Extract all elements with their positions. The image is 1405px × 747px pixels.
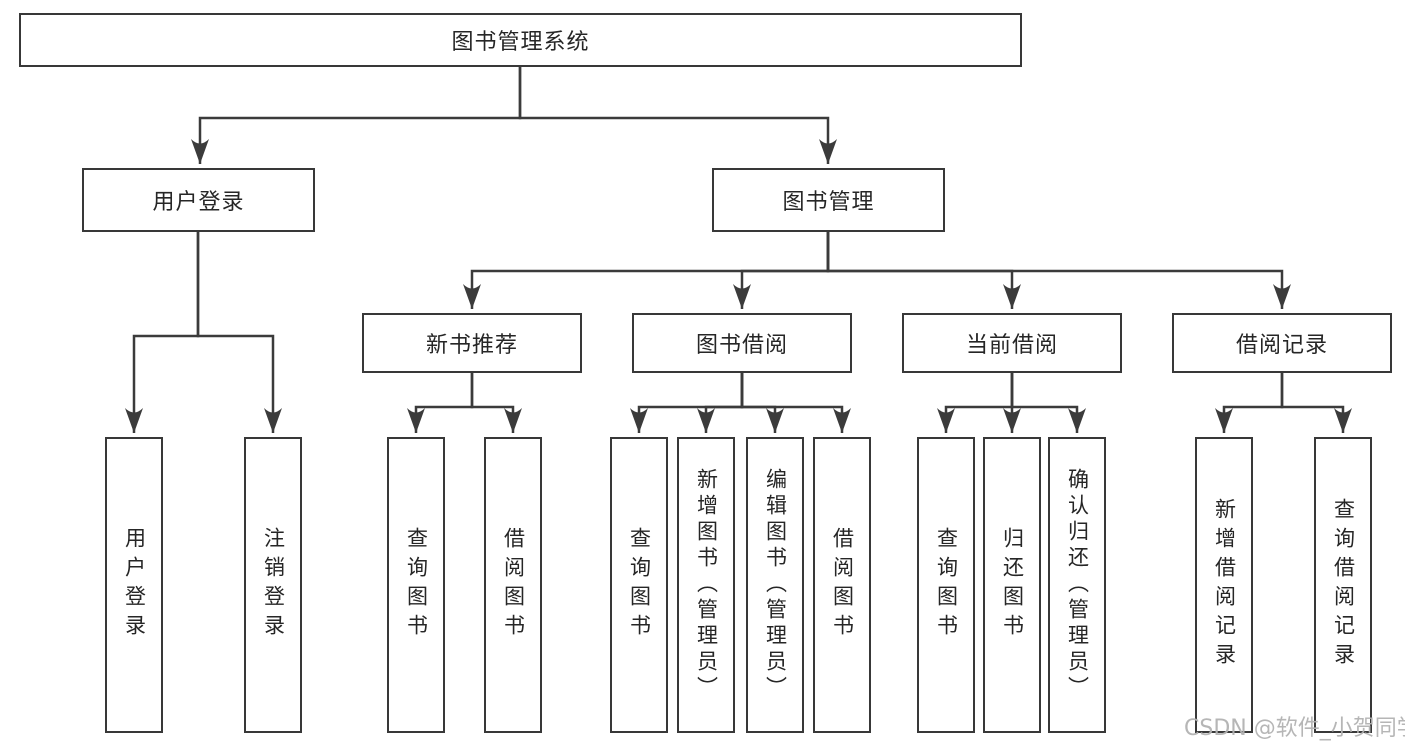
connector-root-to-book-management <box>518 67 837 164</box>
leaf-add-borrow-record: 新增借阅记录 <box>1195 437 1253 733</box>
leaf-query-books-2: 查询图书 <box>610 437 668 733</box>
connector-records-to-add <box>1215 373 1284 433</box>
connector-bookmgmt-to-borrowing <box>733 232 830 309</box>
node-label: 查询图书 <box>934 527 959 643</box>
connector-borrowing-to-add <box>697 373 744 433</box>
node-user-login: 用户登录 <box>82 168 315 232</box>
node-label: 新增借阅记录 <box>1212 498 1237 672</box>
node-book-management: 图书管理 <box>712 168 945 232</box>
node-label: 借阅图书 <box>501 527 526 643</box>
leaf-query-books-1: 查询图书 <box>387 437 445 733</box>
node-label: 用户登录 <box>122 527 147 643</box>
node-label: 查询图书 <box>627 527 652 643</box>
node-label: 归还图书 <box>1000 527 1025 643</box>
node-label: 当前借阅 <box>965 333 1058 358</box>
node-label: 查询图书 <box>404 527 429 643</box>
connector-current-to-confirm <box>1010 373 1086 433</box>
leaf-query-borrow-record: 查询借阅记录 <box>1314 437 1372 733</box>
node-label: 借阅图书 <box>830 527 855 643</box>
node-library-management-system: 图书管理系统 <box>19 13 1022 67</box>
leaf-logout: 注销登录 <box>244 437 302 733</box>
connector-bookmgmt-to-records <box>826 232 1291 309</box>
leaf-add-books-admin: 新增图书（管理员） <box>677 437 735 733</box>
node-new-book-recommend: 新书推荐 <box>362 313 582 373</box>
node-borrowing-records: 借阅记录 <box>1172 313 1392 373</box>
leaf-borrow-books-1: 借阅图书 <box>484 437 542 733</box>
node-label: 确认归还（管理员） <box>1065 468 1090 702</box>
connector-newbook-to-query <box>407 373 474 433</box>
connector-borrowing-to-edit <box>740 373 784 433</box>
node-label: 新书推荐 <box>425 333 518 358</box>
connector-borrowing-to-query <box>630 373 744 433</box>
connector-userlogin-to-leaf-login <box>125 232 200 433</box>
leaf-borrow-books-2: 借阅图书 <box>813 437 871 733</box>
node-label: 注销登录 <box>261 527 286 643</box>
node-label: 新增图书（管理员） <box>694 468 719 702</box>
node-book-borrowing: 图书借阅 <box>632 313 852 373</box>
node-current-borrowing: 当前借阅 <box>902 313 1122 373</box>
leaf-edit-books-admin: 编辑图书（管理员） <box>746 437 804 733</box>
node-label: 查询借阅记录 <box>1331 498 1356 672</box>
connector-borrowing-to-borrow <box>740 373 851 433</box>
node-label: 图书管理 <box>782 190 875 215</box>
leaf-return-books: 归还图书 <box>983 437 1041 733</box>
node-label: 图书借阅 <box>695 333 788 358</box>
leaf-confirm-return-admin: 确认归还（管理员） <box>1048 437 1106 733</box>
node-label: 图书管理系统 <box>451 30 590 55</box>
node-label: 借阅记录 <box>1235 333 1328 358</box>
connector-root-to-user-login <box>191 67 522 164</box>
node-label: 编辑图书（管理员） <box>763 468 788 702</box>
connector-newbook-to-borrow <box>470 373 522 433</box>
leaf-query-books-3: 查询图书 <box>917 437 975 733</box>
connector-records-to-query <box>1280 373 1352 433</box>
connector-userlogin-to-leaf-logout <box>196 232 282 433</box>
leaf-user-login: 用户登录 <box>105 437 163 733</box>
csdn-watermark: CSDN @软件_小贺同学 <box>1184 716 1405 741</box>
connector-current-to-query <box>937 373 1014 433</box>
node-label: 用户登录 <box>152 190 245 215</box>
